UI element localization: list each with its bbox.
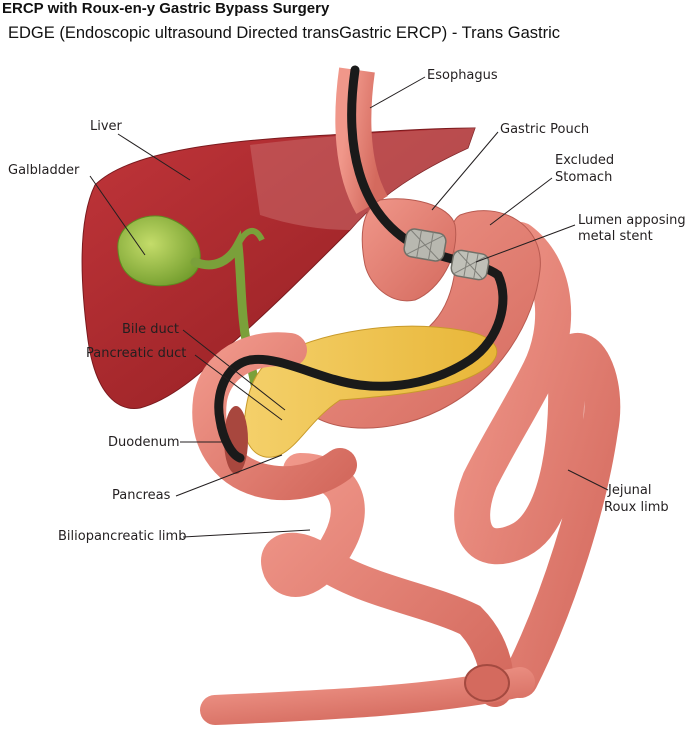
leader-esophagus [369,76,426,109]
label-gastric-pouch: Gastric Pouch [500,122,590,137]
label-jejunal-line2: Roux limb [604,500,669,515]
label-biliopancreatic-limb: Biliopancreatic limb [58,529,187,544]
leader-gastric-pouch [431,131,499,211]
label-liver: Liver [90,119,122,134]
label-pancreatic-duct: Pancreatic duct [86,346,187,361]
leader-liver [117,133,191,181]
label-excluded-stomach-line1: Excluded [555,153,615,168]
label-stent-line1: Lumen apposing [578,213,685,228]
diagram-title: ERCP with Roux-en-y Gastric Bypass Surge… [2,0,330,17]
label-stent-line2: metal stent [578,229,653,244]
label-bile-duct: Bile duct [122,322,180,337]
metal-stent-1 [403,228,447,262]
label-galbladder: Galbladder [8,163,80,178]
gallbladder-shape [117,215,201,287]
leader-stent [475,224,576,263]
anastomosis-ring [464,664,510,702]
leader-excluded-stomach [489,177,553,226]
leader-lines [89,76,609,538]
leader-jejunal [567,469,609,491]
label-pancreas: Pancreas [112,488,171,503]
biliopancreatic-limb-shape [261,453,514,707]
hepatic-duct-branch [235,228,265,247]
jejunal-roux-limb-shape [454,222,621,698]
metal-stent-2 [450,249,490,281]
leader-galbladder [89,175,146,256]
label-duodenum: Duodenum [108,435,180,450]
leader-bile-duct [182,329,286,411]
label-jejunal-line1: Jejunal [608,483,652,498]
label-excluded-stomach-line2: Stomach [555,170,613,185]
leader-biliopancreatic [182,529,311,538]
duodenum-shape [192,332,357,501]
leader-pancreas [175,454,283,497]
leader-pancreatic-duct [194,354,283,421]
diagram-subtitle: EDGE (Endoscopic ultrasound Directed tra… [8,24,561,42]
label-esophagus: Esophagus [427,68,498,83]
